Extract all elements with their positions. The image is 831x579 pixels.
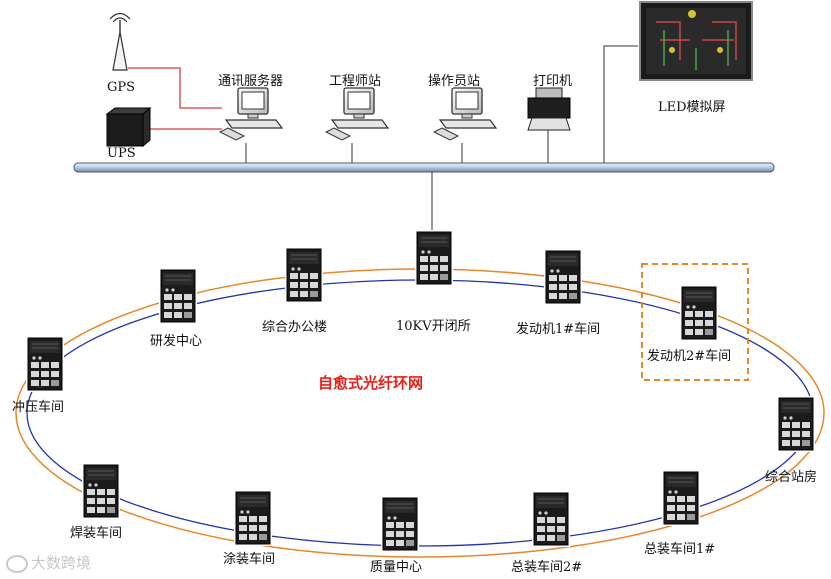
switch-engine1-icon xyxy=(544,249,582,305)
node-label-office: 综合办公楼 xyxy=(262,320,328,335)
engineer-station-computer-icon xyxy=(325,87,389,141)
ups-icon xyxy=(105,106,152,148)
node-label-welding: 焊装车间 xyxy=(70,526,123,541)
node-label-engine1: 发动机1#车间 xyxy=(516,322,601,337)
switch-rnd-icon xyxy=(159,268,197,324)
printer-label: 打印机 xyxy=(533,74,573,89)
switch-welding-icon xyxy=(82,463,120,519)
switch-painting-icon xyxy=(234,490,272,546)
comm-server-computer-icon xyxy=(219,87,283,141)
engineer-station-label: 工程师站 xyxy=(329,74,382,89)
switch-engine2-icon xyxy=(680,285,718,341)
node-label-assembly1: 总装车间1# xyxy=(644,542,716,557)
node-label-engine2: 发动机2#车间 xyxy=(647,349,732,364)
ring-title: 自愈式光纤环网 xyxy=(318,374,424,392)
operator-station-label: 操作员站 xyxy=(428,74,481,89)
led-drop-line xyxy=(603,45,638,165)
watermark-text: 大数跨境 xyxy=(31,554,92,572)
switch-10kv-icon xyxy=(415,230,453,286)
switch-stamping-icon xyxy=(26,336,64,392)
ethernet-bus xyxy=(73,162,775,173)
highlight-box xyxy=(641,263,749,381)
node-label-painting: 涂装车间 xyxy=(223,552,276,567)
gps-antenna-icon xyxy=(109,12,131,71)
comm-server-label: 通讯服务器 xyxy=(218,74,284,89)
node-label-quality: 质量中心 xyxy=(370,560,423,575)
operator-station-computer-icon xyxy=(433,87,497,141)
node-label-station: 综合站房 xyxy=(765,470,818,485)
node-label-stamping: 冲压车间 xyxy=(12,400,65,415)
gps-link-line xyxy=(128,67,222,109)
node-label-rnd: 研发中心 xyxy=(150,334,203,349)
gps-label: GPS xyxy=(107,80,136,95)
switch-quality-icon xyxy=(381,496,419,552)
switch-assembly1-icon xyxy=(662,470,700,526)
watermark: 大数跨境 xyxy=(6,552,91,573)
switch-assembly2-icon xyxy=(532,491,570,547)
node-label-10kv: 10KV开闭所 xyxy=(396,319,471,334)
switch-station-icon xyxy=(777,396,815,452)
watermark-logo-icon xyxy=(6,554,28,573)
switch-office-icon xyxy=(285,247,323,303)
node-label-assembly2: 总装车间2# xyxy=(511,560,583,575)
ups-label: UPS xyxy=(107,146,136,161)
printer-icon xyxy=(527,87,571,131)
led-screen-icon xyxy=(639,1,753,81)
led-screen-label: LED模拟屏 xyxy=(658,100,726,115)
